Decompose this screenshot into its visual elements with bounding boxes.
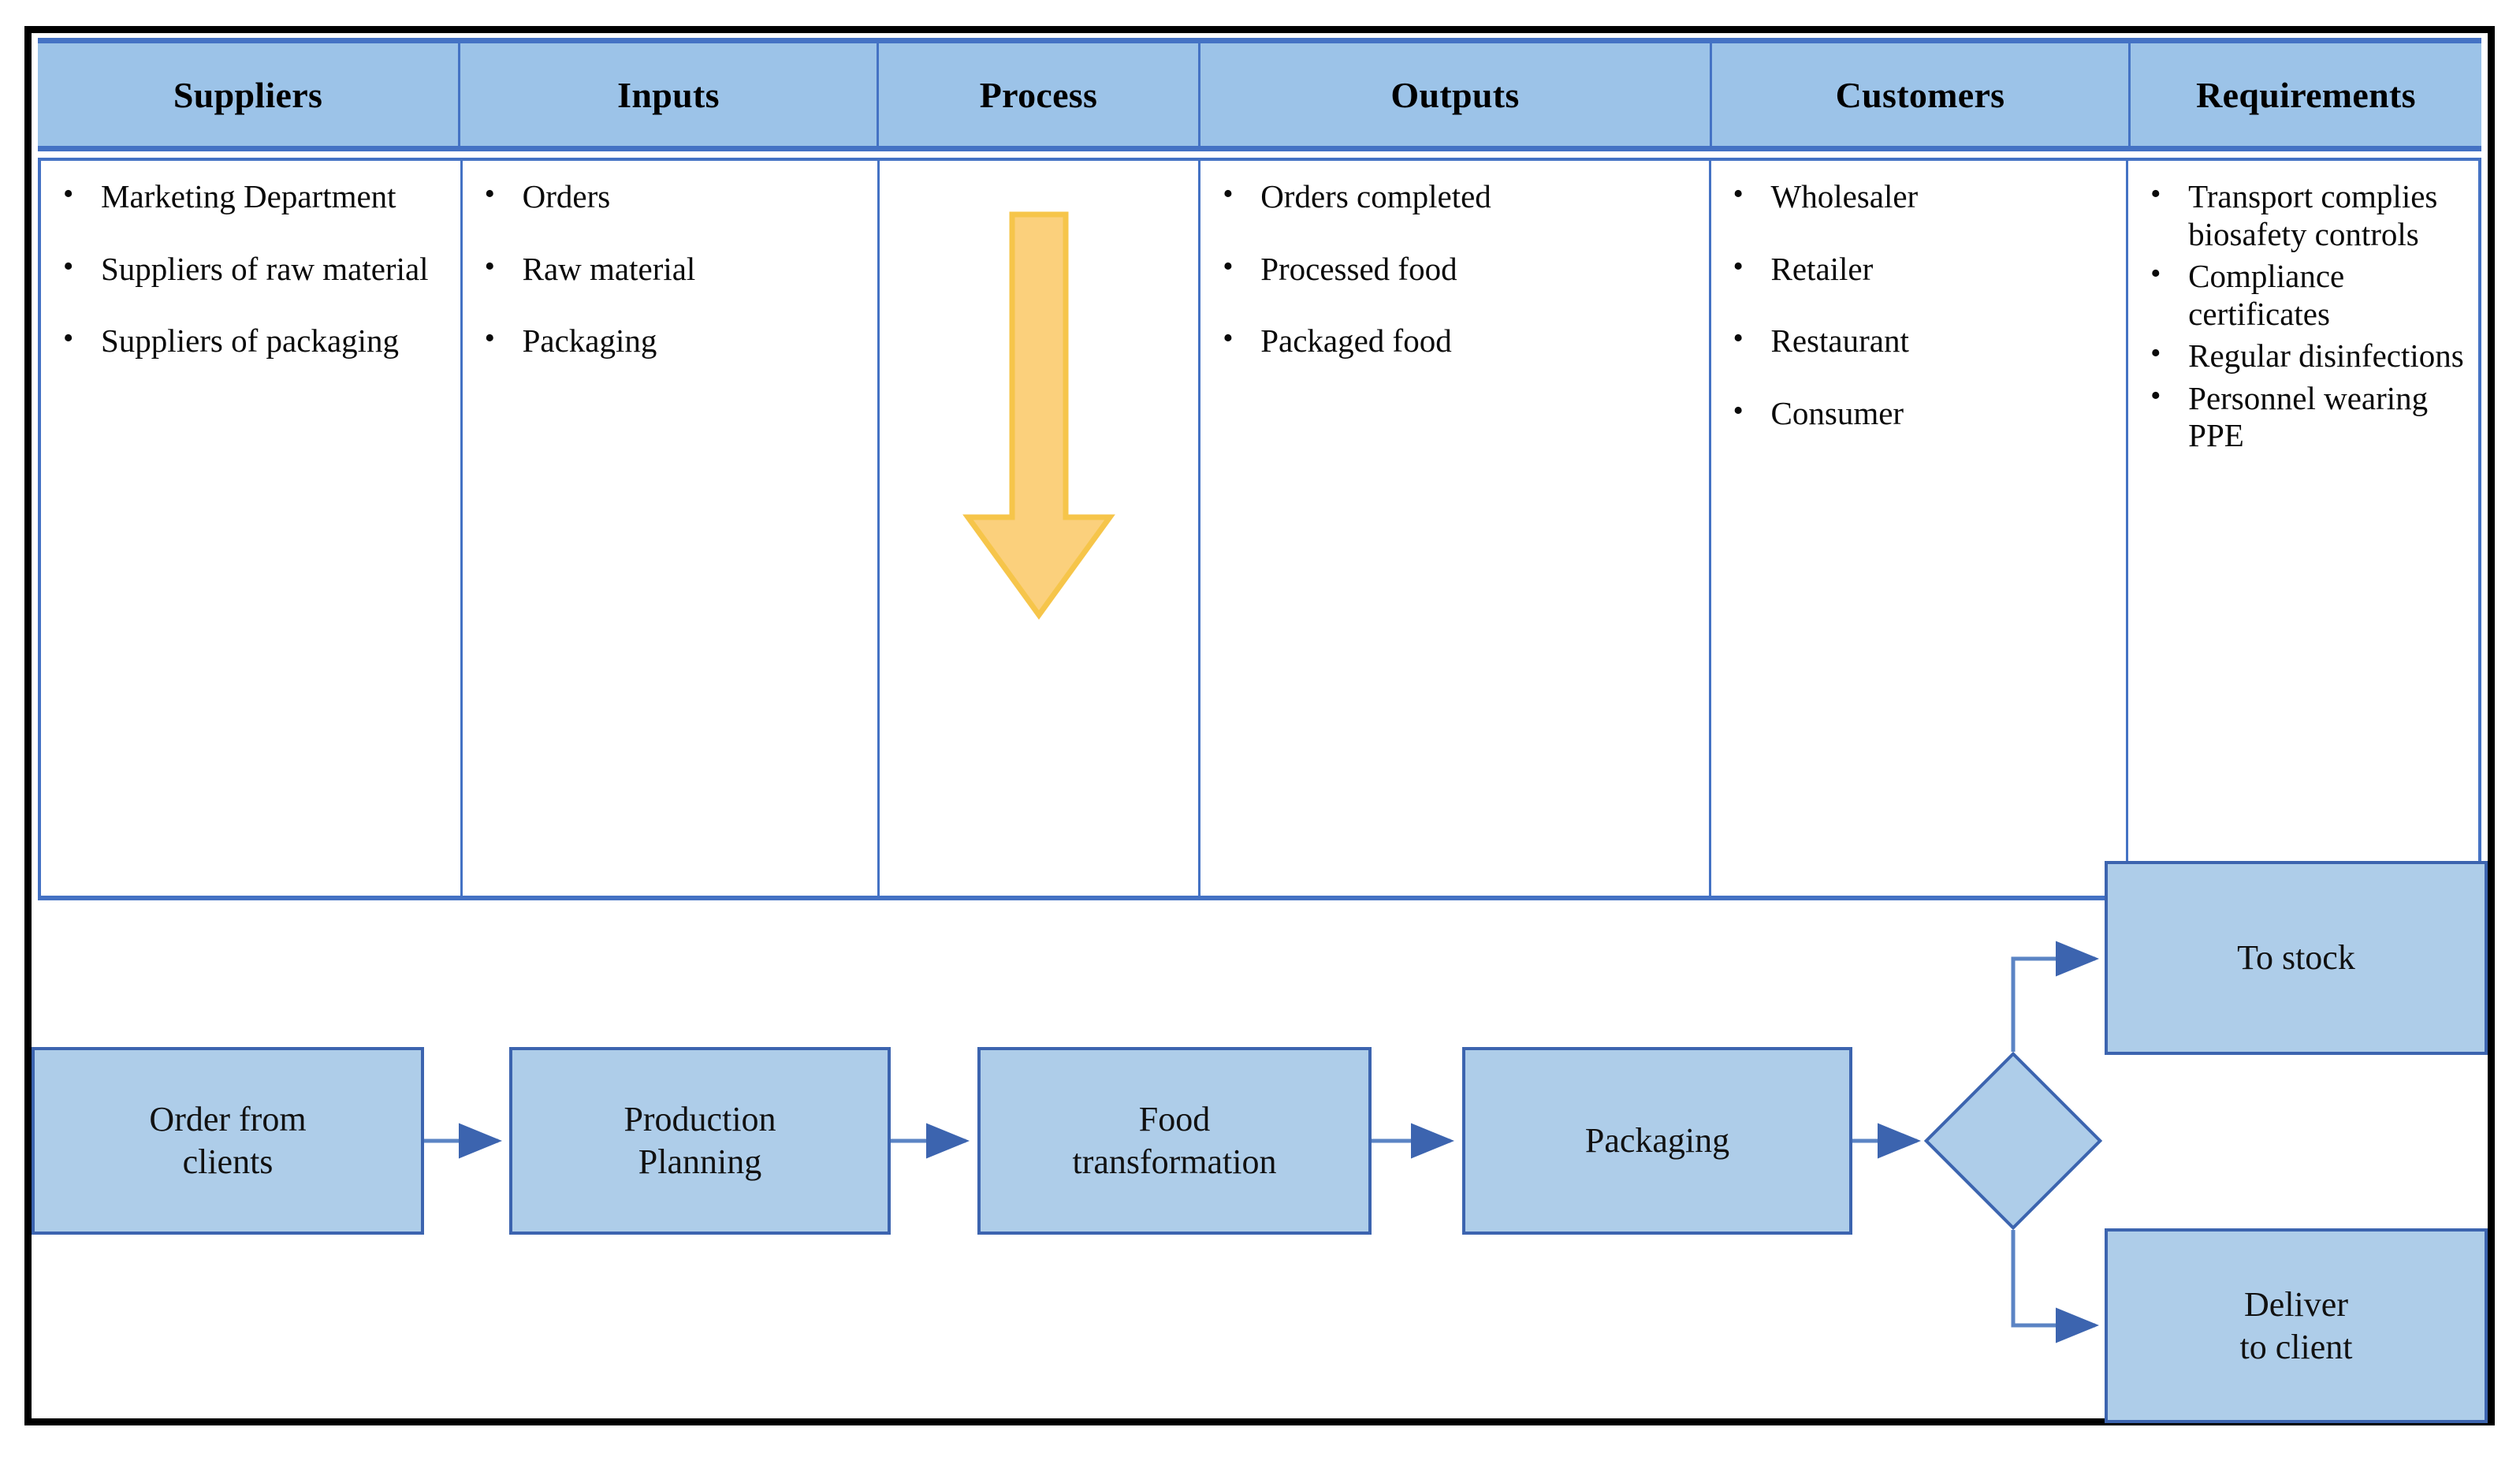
- table-cell-customers: Wholesaler Retailer Restaurant Consumer: [1711, 161, 2129, 896]
- list-item: Orders completed: [1212, 177, 1697, 216]
- table-cell-process: [880, 161, 1201, 896]
- table-cell-requirements: Transport complies biosafety controls Co…: [2128, 161, 2478, 896]
- process-arrow-container: [880, 161, 1198, 896]
- table-header-row: Suppliers Inputs Process Outputs Custome…: [38, 38, 2481, 151]
- edge-decision-to-deliver: [2011, 1230, 2099, 1343]
- table-cell-outputs: Orders completed Processed food Packaged…: [1200, 161, 1711, 896]
- list-item: Orders: [474, 177, 867, 216]
- list-item: Raw material: [474, 249, 867, 289]
- list-item: Restaurant: [1722, 321, 2116, 360]
- table-header-inputs: Inputs: [460, 43, 879, 146]
- list-item: Suppliers of raw material: [52, 249, 449, 289]
- list-item: Personnel wearing PPE: [2139, 378, 2467, 455]
- list-item: Suppliers of packaging: [52, 321, 449, 360]
- list-item: Transport complies biosafety controls: [2139, 177, 2467, 253]
- list-item: Regular disinfections: [2139, 336, 2467, 375]
- flow-node-packaging[interactable]: Packaging: [1462, 1047, 1852, 1235]
- edge-decision-to-stock: [2011, 941, 2099, 1052]
- down-arrow-icon: [962, 211, 1116, 620]
- table-header-outputs: Outputs: [1200, 43, 1712, 146]
- table-cell-suppliers: Marketing Department Suppliers of raw ma…: [41, 161, 463, 896]
- list-item: Retailer: [1722, 249, 2116, 289]
- flow-node-to-stock[interactable]: To stock: [2105, 861, 2488, 1055]
- flowchart-connectors: [424, 941, 2099, 1343]
- table-header-process: Process: [879, 43, 1200, 146]
- inputs-list: Orders Raw material Packaging: [474, 177, 867, 360]
- list-item: Packaged food: [1212, 321, 1697, 360]
- list-item: Wholesaler: [1722, 177, 2116, 216]
- flow-node-label: Packaging: [1584, 1121, 1730, 1161]
- requirements-list: Transport complies biosafety controls Co…: [2139, 177, 2467, 455]
- outputs-list: Orders completed Processed food Packaged…: [1212, 177, 1697, 360]
- suppliers-list: Marketing Department Suppliers of raw ma…: [52, 177, 449, 360]
- list-item: Marketing Department: [52, 177, 449, 216]
- list-item: Processed food: [1212, 249, 1697, 289]
- customers-list: Wholesaler Retailer Restaurant Consumer: [1722, 177, 2116, 433]
- list-item: Packaging: [474, 321, 867, 360]
- list-item: Consumer: [1722, 393, 2116, 433]
- table-header-suppliers: Suppliers: [38, 43, 460, 146]
- table-header-requirements: Requirements: [2196, 74, 2416, 115]
- list-item: Compliance certificates: [2139, 256, 2467, 333]
- sipoc-table: Suppliers Inputs Process Outputs Custome…: [38, 38, 2481, 900]
- flow-node-label: To stock: [2237, 938, 2355, 978]
- diagram-frame: Suppliers Inputs Process Outputs Custome…: [24, 26, 2495, 1425]
- table-header-customers: Customers: [1712, 43, 2131, 146]
- table-body-row: Marketing Department Suppliers of raw ma…: [38, 158, 2481, 900]
- table-cell-inputs: Orders Raw material Packaging: [463, 161, 880, 896]
